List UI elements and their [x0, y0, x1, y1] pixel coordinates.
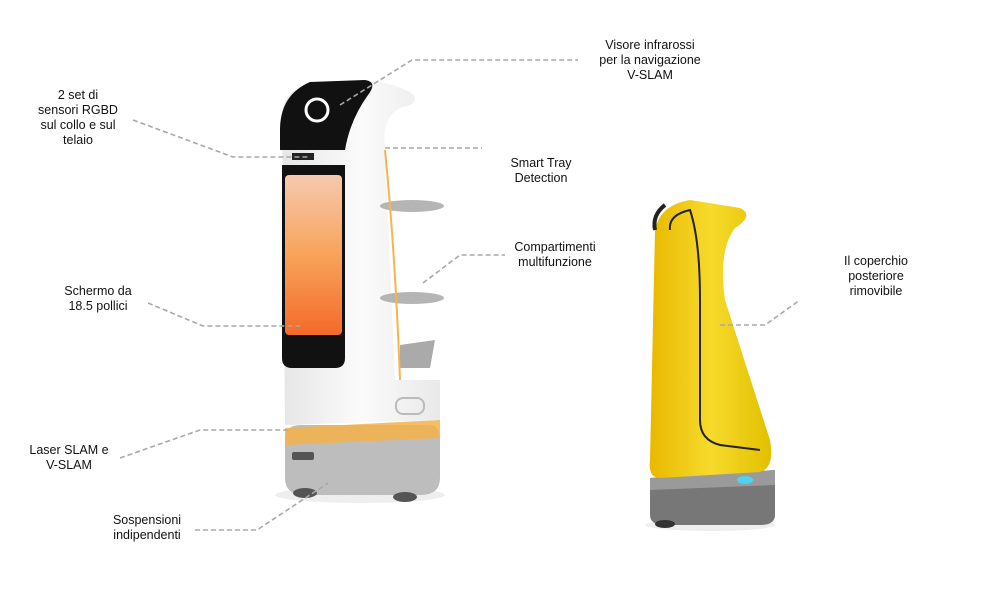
label-rgbd-sensors: 2 set di sensori RGBD sul collo e sul te…	[38, 88, 118, 148]
label-line: rimovibile	[849, 284, 903, 298]
label-line: indipendenti	[113, 528, 181, 542]
label-line: per la navigazione	[599, 53, 701, 67]
label-back-cover: Il coperchio posteriore rimovibile	[844, 254, 908, 299]
label-line: Il coperchio	[844, 254, 908, 268]
label-line: Visore infrarossi	[605, 38, 695, 52]
label-line: Laser SLAM e	[29, 443, 109, 457]
label-screen: Schermo da 18.5 pollici	[64, 284, 131, 314]
label-line: Sospensioni	[112, 513, 182, 527]
label-line: Smart Tray	[510, 156, 572, 170]
label-line: Detection	[514, 171, 568, 185]
infrared-sensor	[304, 97, 330, 123]
label-line: multifunzione	[518, 255, 592, 269]
wheel	[655, 520, 675, 528]
tray	[380, 292, 444, 304]
tray	[380, 200, 444, 212]
label-smart-tray: Smart Tray Detection	[510, 156, 571, 186]
label-line: sul collo e sul	[40, 118, 116, 132]
leader-line-compartments	[422, 254, 505, 284]
service-robot-yellow-back	[645, 200, 775, 531]
label-infrared-visor: Visore infrarossi per la navigazione V-S…	[599, 38, 700, 83]
label-line: Compartimenti	[514, 240, 596, 254]
label-line: posteriore	[848, 269, 904, 283]
label-laser-slam: Laser SLAM e V-SLAM	[29, 443, 108, 473]
leader-line-laser	[119, 429, 290, 459]
touch-screen	[285, 175, 342, 335]
leader-line-back-cover	[720, 299, 801, 326]
label-line: 2 set di	[57, 88, 99, 102]
leader-line-infrared	[339, 59, 578, 106]
wheel	[293, 488, 317, 498]
label-line: V-SLAM	[46, 458, 92, 472]
leader-line-screen	[147, 302, 303, 327]
label-compartments: Compartimenti multifunzione	[514, 240, 595, 270]
label-line: 18.5 pollici	[68, 299, 128, 313]
removable-back-cover	[649, 200, 772, 478]
wheel	[393, 492, 417, 502]
label-line: sensori RGBD	[38, 103, 118, 117]
leader-line-rgbd	[132, 119, 310, 158]
label-line: telaio	[63, 133, 93, 147]
service-robot-white	[275, 80, 445, 503]
leader-line-suspension	[195, 482, 329, 531]
label-line: Schermo da	[64, 284, 132, 298]
label-suspension: Sospensioni indipendenti	[113, 513, 181, 543]
label-line: V-SLAM	[627, 68, 673, 82]
